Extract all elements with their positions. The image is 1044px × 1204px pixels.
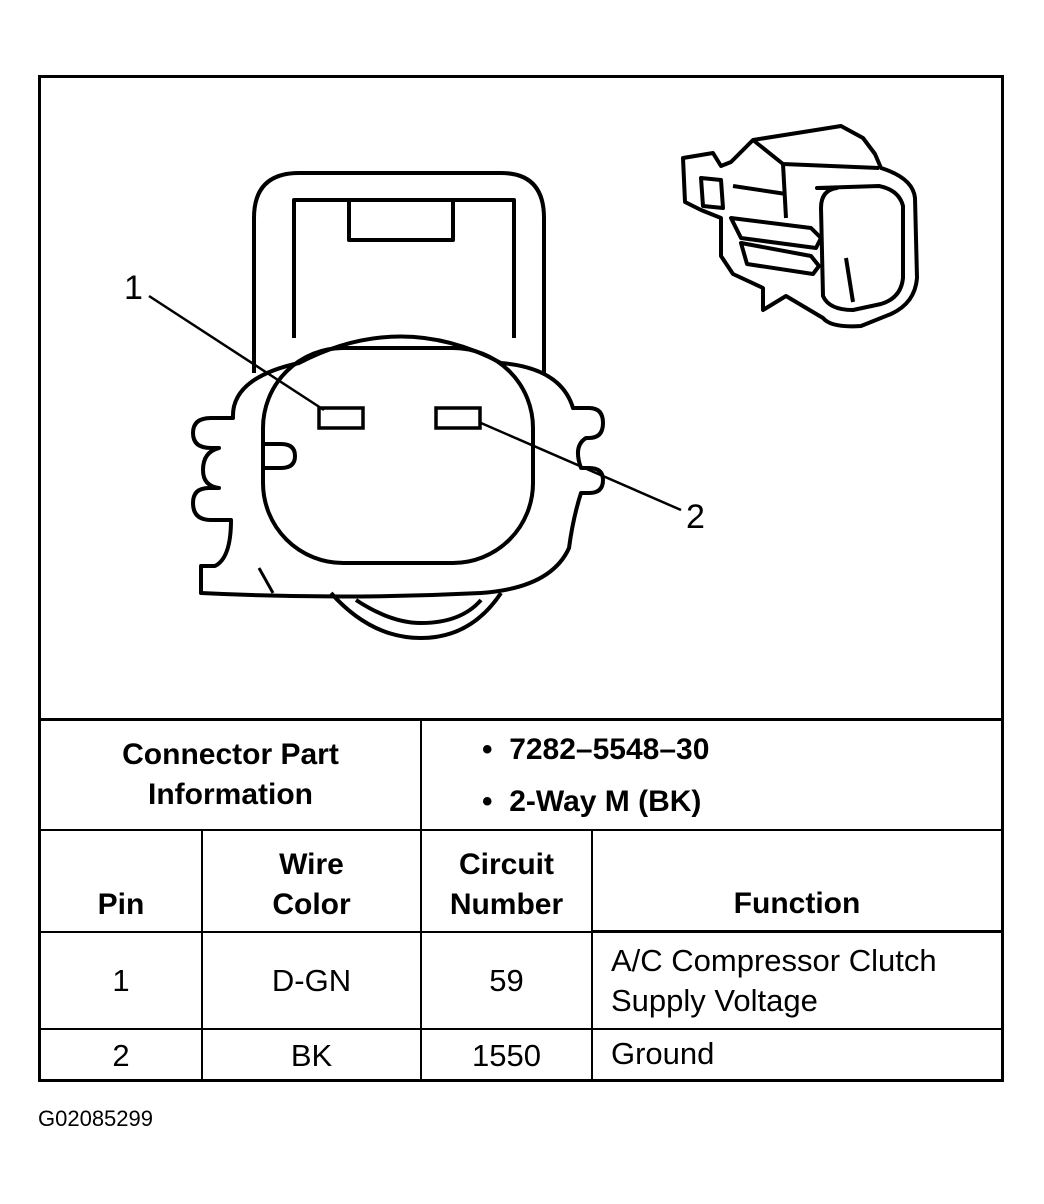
row-2-pin: 2: [41, 1030, 203, 1082]
latch-housing-outer: [252, 171, 546, 373]
connector-face-inner: [261, 346, 535, 565]
bottom-boss-inner: [354, 598, 483, 625]
latch-housing-inner: [292, 198, 516, 338]
pin-2-leader: [480, 421, 682, 512]
row-1-function: A/C Compressor Clutch Supply Voltage: [593, 933, 1001, 1030]
table-top-rule: [41, 718, 1001, 721]
connector-face-drawing: [148, 124, 919, 640]
diagram-frame: 1 2 Connector Part Information • 7282–55…: [38, 75, 1004, 1082]
row-1-wire-color: D-GN: [203, 933, 422, 1030]
latch-notch: [347, 200, 455, 242]
connector-part-info-values: • 7282–5548–30 • 2-Way M (BK): [422, 721, 1001, 831]
connector-pinout-table: Connector Part Information • 7282–5548–3…: [41, 718, 1001, 1082]
row-1-pin: 1: [41, 933, 203, 1030]
figure-code: G02085299: [38, 1106, 153, 1131]
header-pin: Pin: [41, 831, 203, 933]
pin-1-callout: 1: [124, 269, 143, 307]
connector-part-info-label: Connector Part Information: [41, 721, 422, 831]
row-1-circuit-number: 59: [422, 933, 593, 1030]
pin-2-callout: 2: [686, 498, 705, 536]
locating-key: [263, 442, 297, 470]
connector-iso-view: [681, 124, 919, 329]
bottom-chamfer: [257, 567, 275, 594]
part-number-item: • 7282–5548–30: [482, 733, 710, 766]
row-2-circuit-number: 1550: [422, 1030, 593, 1082]
header-function: Function: [593, 831, 1001, 933]
connector-type-item: • 2-Way M (BK): [482, 785, 702, 818]
row-2-function: Ground: [611, 1036, 715, 1071]
connector-body-outer: [191, 334, 605, 599]
header-circuit-number: Circuit Number: [422, 831, 593, 933]
bottom-boss: [329, 591, 503, 640]
row-2-wire-color: BK: [203, 1030, 422, 1082]
pin-1-terminal: [317, 406, 365, 430]
pin-2-terminal: [434, 406, 482, 430]
header-wire-color: Wire Color: [203, 831, 422, 933]
pin-1-leader: [148, 294, 325, 412]
